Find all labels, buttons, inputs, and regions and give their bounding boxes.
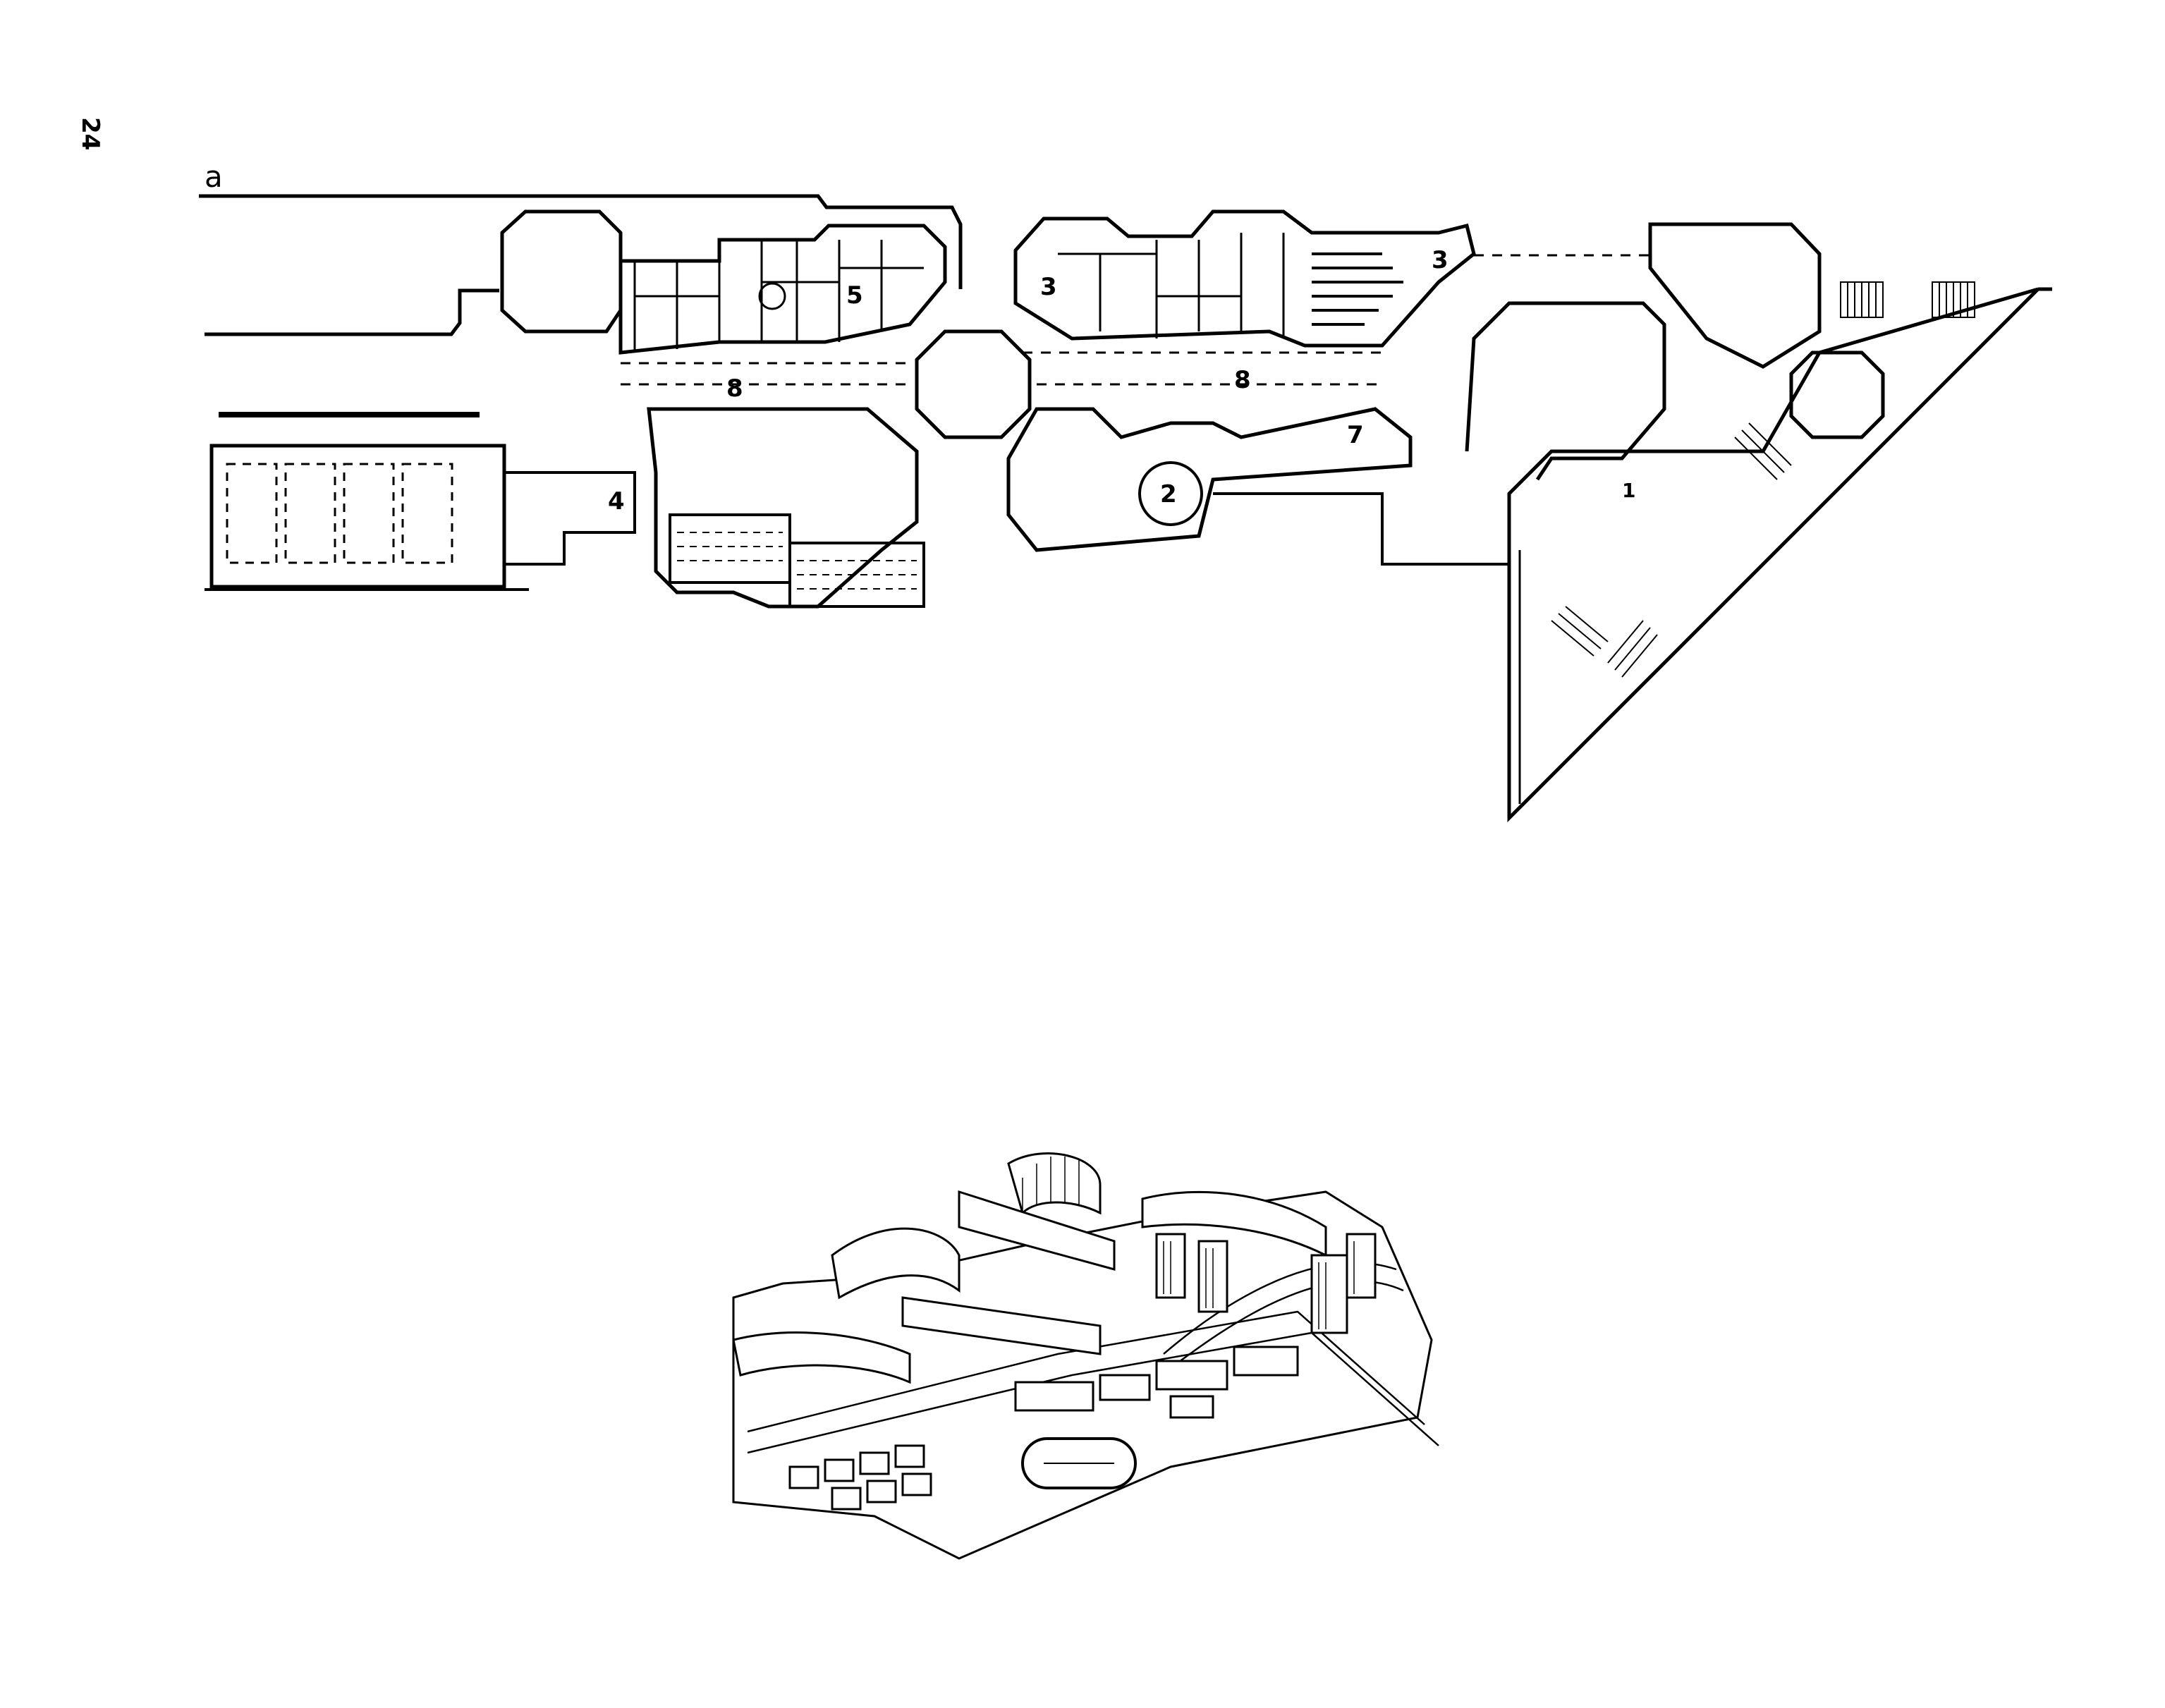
low-block-3 [1155, 1360, 1228, 1391]
label-7: 7 [1347, 421, 1364, 449]
block-northeast [1648, 222, 1822, 369]
small-cube-1 [788, 1465, 819, 1489]
tower-3 [1310, 1254, 1348, 1334]
low-block-5 [1169, 1395, 1214, 1419]
small-cube-3 [859, 1451, 890, 1475]
tower-4 [1346, 1233, 1377, 1299]
housing-row-3 [831, 1227, 960, 1300]
round-room [758, 282, 786, 310]
small-cube-2 [824, 1458, 855, 1482]
label-3b: 3 [1432, 246, 1449, 274]
housing-row-5 [732, 1331, 911, 1384]
low-block-4 [1233, 1346, 1299, 1377]
label-5: 5 [846, 281, 863, 310]
figure-letter: a [205, 159, 223, 194]
floor-plan: 1 2 3 3 4 5 7 8 8 [199, 194, 2052, 823]
central-octagon [915, 329, 1032, 439]
site-boundary-left [205, 288, 499, 336]
label-8a: 8 [726, 374, 743, 403]
room-2-circle [1138, 461, 1203, 526]
housing-row-2 [958, 1190, 1116, 1271]
block-south-center [1006, 407, 1413, 552]
label-3a: 3 [1040, 273, 1057, 301]
road-diagonal-1 [747, 1310, 1425, 1433]
housing-row-1 [1007, 1152, 1102, 1215]
small-cube-6 [866, 1480, 897, 1503]
small-cube-7 [901, 1472, 932, 1496]
label-8b: 8 [1234, 366, 1251, 394]
block-west-hall [500, 209, 623, 334]
label-4: 4 [608, 487, 625, 516]
curved-link [1465, 301, 1666, 481]
label-1: 1 [1622, 479, 1635, 502]
small-cube-5 [831, 1487, 862, 1511]
label-2: 2 [1160, 480, 1177, 508]
housing-row-6 [901, 1296, 1102, 1355]
small-cube-4 [894, 1444, 925, 1468]
block-southwest-long [209, 444, 506, 589]
right-octagon [1789, 350, 1885, 439]
road-diagonal-2 [747, 1331, 1439, 1454]
low-block-1 [1014, 1381, 1094, 1412]
stadium-track [1021, 1437, 1137, 1489]
low-block-2 [1099, 1374, 1151, 1401]
pool-large [788, 542, 925, 608]
block-north-center [1013, 209, 1476, 348]
site-boundary-top [199, 194, 963, 289]
